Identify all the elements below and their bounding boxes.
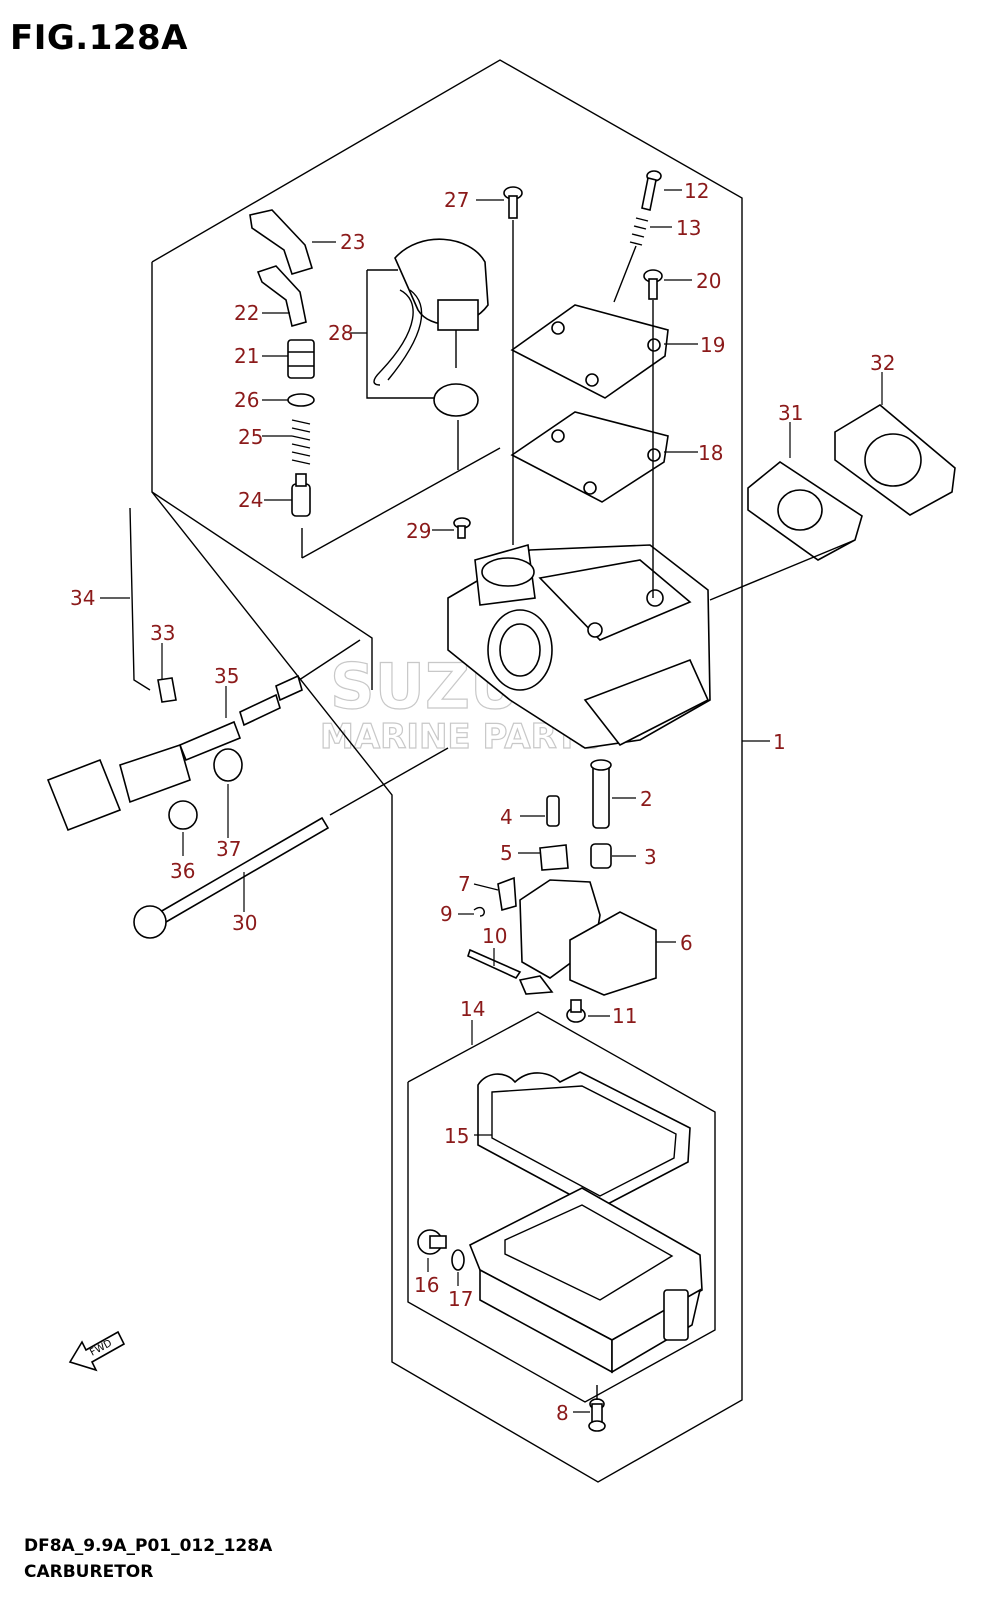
callout-14: 14 [460, 997, 485, 1021]
callout-29: 29 [406, 519, 431, 543]
callout-19: 19 [700, 333, 725, 357]
jet-4 [546, 795, 560, 827]
callout-32: 32 [870, 351, 895, 375]
callout-28: 28 [328, 321, 353, 345]
callout-31: 31 [778, 401, 803, 425]
callout-27: 27 [444, 188, 469, 212]
choke-boundary [151, 491, 373, 690]
figure-code: DF8A_9.9A_P01_012_128A [24, 1536, 273, 1556]
callout-22: 22 [234, 301, 259, 325]
callout-9: 9 [440, 902, 453, 926]
callout-23: 23 [340, 230, 365, 254]
carburetor-body [447, 543, 711, 749]
gasket-plate-19 [510, 304, 669, 399]
nut-36 [168, 800, 198, 830]
choke-rod-34 [129, 507, 151, 691]
callout-17: 17 [448, 1287, 473, 1311]
callout-20: 20 [696, 269, 721, 293]
callout-37: 37 [216, 837, 241, 861]
callout-4: 4 [500, 805, 513, 829]
hose-22 [256, 265, 307, 328]
callout-1: 1 [773, 730, 786, 754]
oring-26 [287, 393, 315, 407]
callout-10: 10 [482, 924, 507, 948]
screw-30 [133, 816, 330, 939]
leader-lines [100, 189, 883, 1413]
float-6 [518, 879, 657, 996]
assembly-boundary [151, 59, 743, 1483]
bowl-gasket-15 [477, 1071, 691, 1209]
jet-5 [539, 844, 569, 871]
clip-9 [473, 906, 485, 917]
callout-35: 35 [214, 664, 239, 688]
figure-name: CARBURETOR [24, 1562, 154, 1582]
callout-36: 36 [170, 859, 195, 883]
callout-16: 16 [414, 1273, 439, 1297]
gasket-plate-18 [510, 411, 669, 503]
solenoid-28 [373, 238, 489, 417]
screw-11 [566, 999, 586, 1023]
callout-15: 15 [444, 1124, 469, 1148]
callout-24: 24 [238, 488, 263, 512]
choke-cable-35 [46, 639, 361, 832]
callout-8: 8 [556, 1401, 569, 1425]
callout-34: 34 [70, 586, 95, 610]
callout-18: 18 [698, 441, 723, 465]
screw-27 [503, 186, 523, 219]
callout-6: 6 [680, 931, 693, 955]
washer-37 [213, 748, 243, 782]
spring-13 [629, 217, 649, 246]
jet-3 [590, 843, 612, 869]
callout-25: 25 [238, 425, 263, 449]
spring-25 [291, 419, 311, 465]
needle-valve-7 [497, 876, 517, 912]
callout-3: 3 [644, 845, 657, 869]
sub-boundary-upper [301, 447, 501, 559]
hose-23 [249, 209, 313, 275]
screw-29 [453, 517, 471, 539]
needle-24 [291, 473, 311, 517]
callout-33: 33 [150, 621, 175, 645]
figure-title: FIG.128A [10, 18, 188, 58]
oring-17 [451, 1249, 465, 1271]
callout-13: 13 [676, 216, 701, 240]
clip-33 [157, 677, 177, 703]
callout-12: 12 [684, 179, 709, 203]
callout-30: 30 [232, 911, 257, 935]
screw-12 [641, 170, 662, 211]
callout-26: 26 [234, 388, 259, 412]
float-bowl-boundary [407, 1011, 716, 1403]
callouts: 1 2 3 4 5 6 7 8 9 10 11 12 13 14 15 16 1… [70, 179, 895, 1425]
callout-11: 11 [612, 1004, 637, 1028]
drain-screw-16 [417, 1229, 447, 1255]
callout-21: 21 [234, 344, 259, 368]
jet-2 [590, 759, 612, 829]
screw-20 [643, 269, 663, 300]
fwd-arrow-icon: FWD [68, 1330, 126, 1372]
callout-5: 5 [500, 841, 513, 865]
callout-7: 7 [458, 872, 471, 896]
fitting-21 [287, 339, 315, 379]
screw-8 [588, 1398, 606, 1432]
callout-2: 2 [640, 787, 653, 811]
float-bowl [468, 1187, 703, 1374]
